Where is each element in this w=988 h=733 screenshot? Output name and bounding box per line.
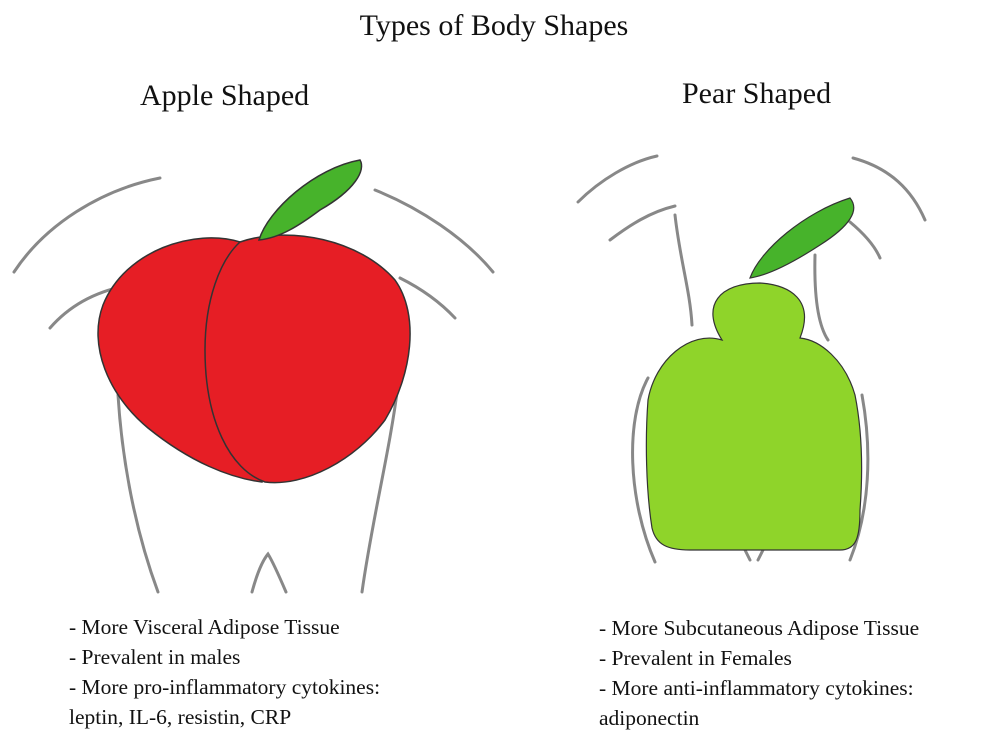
pear-notes: - More Subcutaneous Adipose Tissue - Pre… <box>599 613 919 733</box>
apple-crotch <box>252 554 286 592</box>
pear-left-side-upper <box>675 215 692 325</box>
pear-right-side-upper <box>815 255 828 340</box>
apple-note-cytokines: - More pro-inflammatory cytokines: <box>69 672 380 702</box>
apple-note-prevalence: - Prevalent in males <box>69 642 380 672</box>
pear-left-arm <box>610 206 675 240</box>
pear-left-shoulder <box>578 156 657 202</box>
pear-right-arm <box>850 222 880 258</box>
apple-note-visceral: - More Visceral Adipose Tissue <box>69 612 380 642</box>
pear-note-prevalence: - Prevalent in Females <box>599 643 919 673</box>
pear-note-subcutaneous: - More Subcutaneous Adipose Tissue <box>599 613 919 643</box>
apple-left-shoulder <box>14 178 160 272</box>
pear-right-shoulder <box>853 158 925 220</box>
apple-notes: - More Visceral Adipose Tissue - Prevale… <box>69 612 380 732</box>
apple-note-cytokine-list: leptin, IL-6, resistin, CRP <box>69 702 380 732</box>
apple-shape <box>98 160 410 483</box>
apple-right-lobe <box>205 235 410 483</box>
pear-shape <box>646 198 861 550</box>
apple-leaf <box>259 160 362 240</box>
apple-right-shoulder <box>375 190 493 272</box>
pear-body <box>646 283 861 550</box>
pear-leaf <box>750 198 854 278</box>
pear-note-cytokines: - More anti-inflammatory cytokines: <box>599 673 919 703</box>
